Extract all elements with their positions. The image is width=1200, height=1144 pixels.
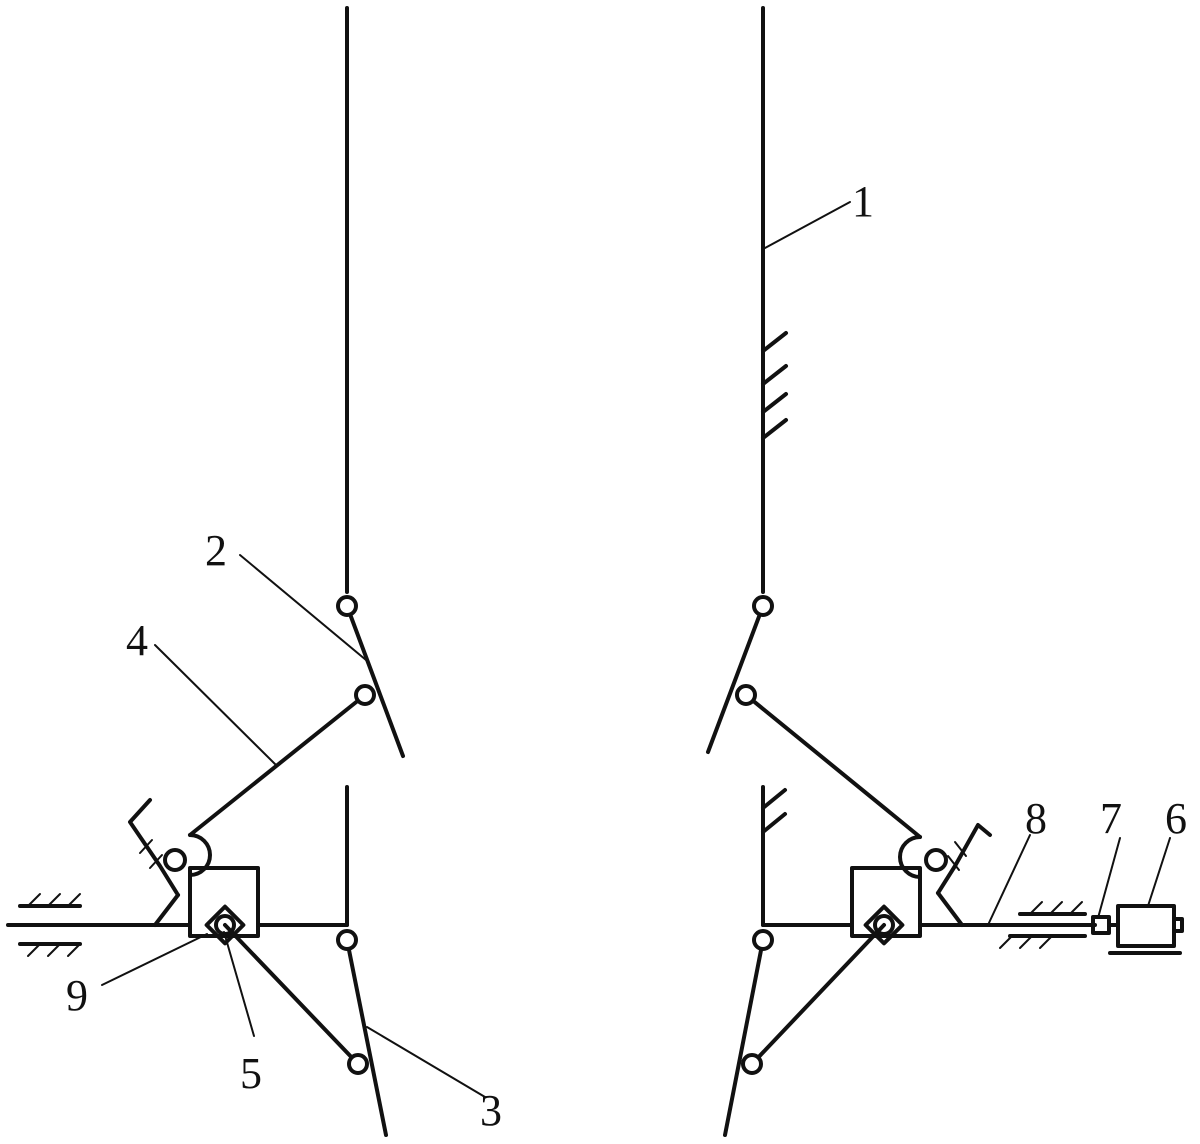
leader-8 [987, 834, 1031, 926]
label-5: 5 [240, 1049, 262, 1098]
right-fixed-pivot [924, 848, 948, 872]
leader-5 [223, 931, 255, 1037]
motor-6-tail [1172, 917, 1184, 933]
label-8: 8 [1025, 794, 1047, 843]
leader-7 [1097, 837, 1121, 919]
part-labels: 1 2 4 9 5 3 8 7 6 [66, 177, 1187, 1135]
leader-9 [101, 933, 208, 986]
right-bearing-hatch-6 [1039, 935, 1053, 949]
left-lower-link-pin [347, 1053, 369, 1075]
left-bearing-hatch-3 [67, 893, 81, 907]
right-link-lower-arc [898, 835, 922, 879]
right-assembly [706, 6, 1184, 1137]
label-1: 1 [852, 177, 874, 226]
left-lower-link [223, 923, 360, 1066]
left-bearing-hatch-1 [27, 893, 41, 907]
right-bearing-hatch-3 [1069, 901, 1083, 915]
label-7: 7 [1100, 794, 1122, 843]
left-link-4-lower-arc [188, 833, 212, 877]
left-fixed-pivot [163, 848, 187, 872]
leader-6 [1147, 837, 1171, 907]
left-upper-hinge [336, 595, 358, 617]
motor-6 [1116, 904, 1176, 948]
right-bearing-hatch-4 [999, 935, 1013, 949]
right-upper-hinge [752, 595, 774, 617]
left-bearing-hatch-6 [67, 943, 81, 957]
right-plate-hatch-3 [761, 392, 788, 414]
right-plate-hatch-1 [761, 331, 788, 353]
label-6: 6 [1165, 794, 1187, 843]
right-lower-link-pin [741, 1053, 763, 1075]
leader-lines [101, 201, 1171, 1098]
right-lower-flap [723, 938, 765, 1137]
left-ground-bracket [128, 798, 180, 897]
right-link-upper-pin [735, 684, 757, 706]
left-ground-hatch-a [139, 839, 153, 854]
left-link-4-upper-pin [354, 684, 376, 706]
label-2: 2 [205, 526, 227, 575]
leader-4 [154, 644, 277, 766]
label-3: 3 [480, 1086, 502, 1135]
label-4: 4 [126, 616, 148, 665]
right-ground-bracket [936, 823, 992, 895]
right-plate-hatch-2 [761, 364, 788, 386]
right-slider-block [850, 866, 922, 938]
right-lower-link [750, 923, 886, 1066]
right-plate-hatch-4 [761, 418, 788, 440]
right-ground-hatch-a [954, 841, 967, 857]
left-bracket-foot [153, 893, 180, 927]
leader-3 [366, 1026, 486, 1098]
right-ground-hatch-b [947, 855, 960, 871]
left-bearing-hatch-2 [47, 893, 61, 907]
left-bearing-hatch-4 [27, 943, 41, 957]
right-upper-flap [706, 604, 765, 754]
label-9: 9 [66, 971, 88, 1020]
right-bracket-foot [936, 891, 964, 927]
right-link [744, 693, 922, 839]
left-ground-hatch-b [149, 854, 163, 869]
right-bearing-hatch-1 [1029, 901, 1043, 915]
right-bearing-hatch-5 [1019, 935, 1033, 949]
left-lower-hinge [336, 929, 358, 951]
right-lower-plate-hatch-2 [761, 812, 787, 834]
left-link-4 [188, 693, 367, 837]
left-upper-flap [345, 604, 405, 758]
left-slider-block-9 [188, 866, 260, 938]
left-bearing-hatch-5 [47, 943, 61, 957]
right-lower-plate-hatch-1 [761, 788, 787, 810]
left-assembly [6, 6, 405, 1137]
right-bearing-hatch-2 [1049, 901, 1063, 915]
right-lower-hinge [752, 929, 774, 951]
leader-2 [239, 554, 367, 661]
leader-1 [764, 201, 851, 249]
left-lower-flap [345, 938, 388, 1137]
